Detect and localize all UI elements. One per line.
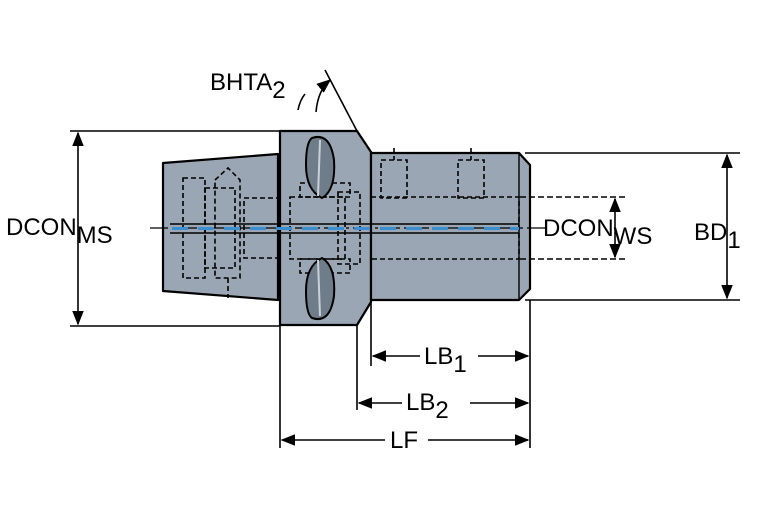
label-bd1: BD1 <box>694 219 741 254</box>
label-lb2: LB2 <box>406 389 449 424</box>
dimension-lines <box>70 69 740 448</box>
labels: BHTA2 DCONMS DCONWS BD1 LB1 LB2 LF <box>6 69 741 454</box>
label-dcon-ws: DCONWS <box>543 215 652 250</box>
label-lb1: LB1 <box>424 343 467 378</box>
coolant-channel <box>150 223 545 234</box>
label-lf: LF <box>390 427 418 454</box>
label-dcon-ms: DCONMS <box>6 214 113 249</box>
key-slot-bottom <box>304 256 336 320</box>
work-cylinder <box>369 151 532 302</box>
shank-taper <box>161 152 280 302</box>
tool-body <box>161 129 532 327</box>
label-bhta2: BHTA2 <box>210 69 286 104</box>
key-slot-top <box>304 136 336 200</box>
key-slots <box>304 136 336 320</box>
